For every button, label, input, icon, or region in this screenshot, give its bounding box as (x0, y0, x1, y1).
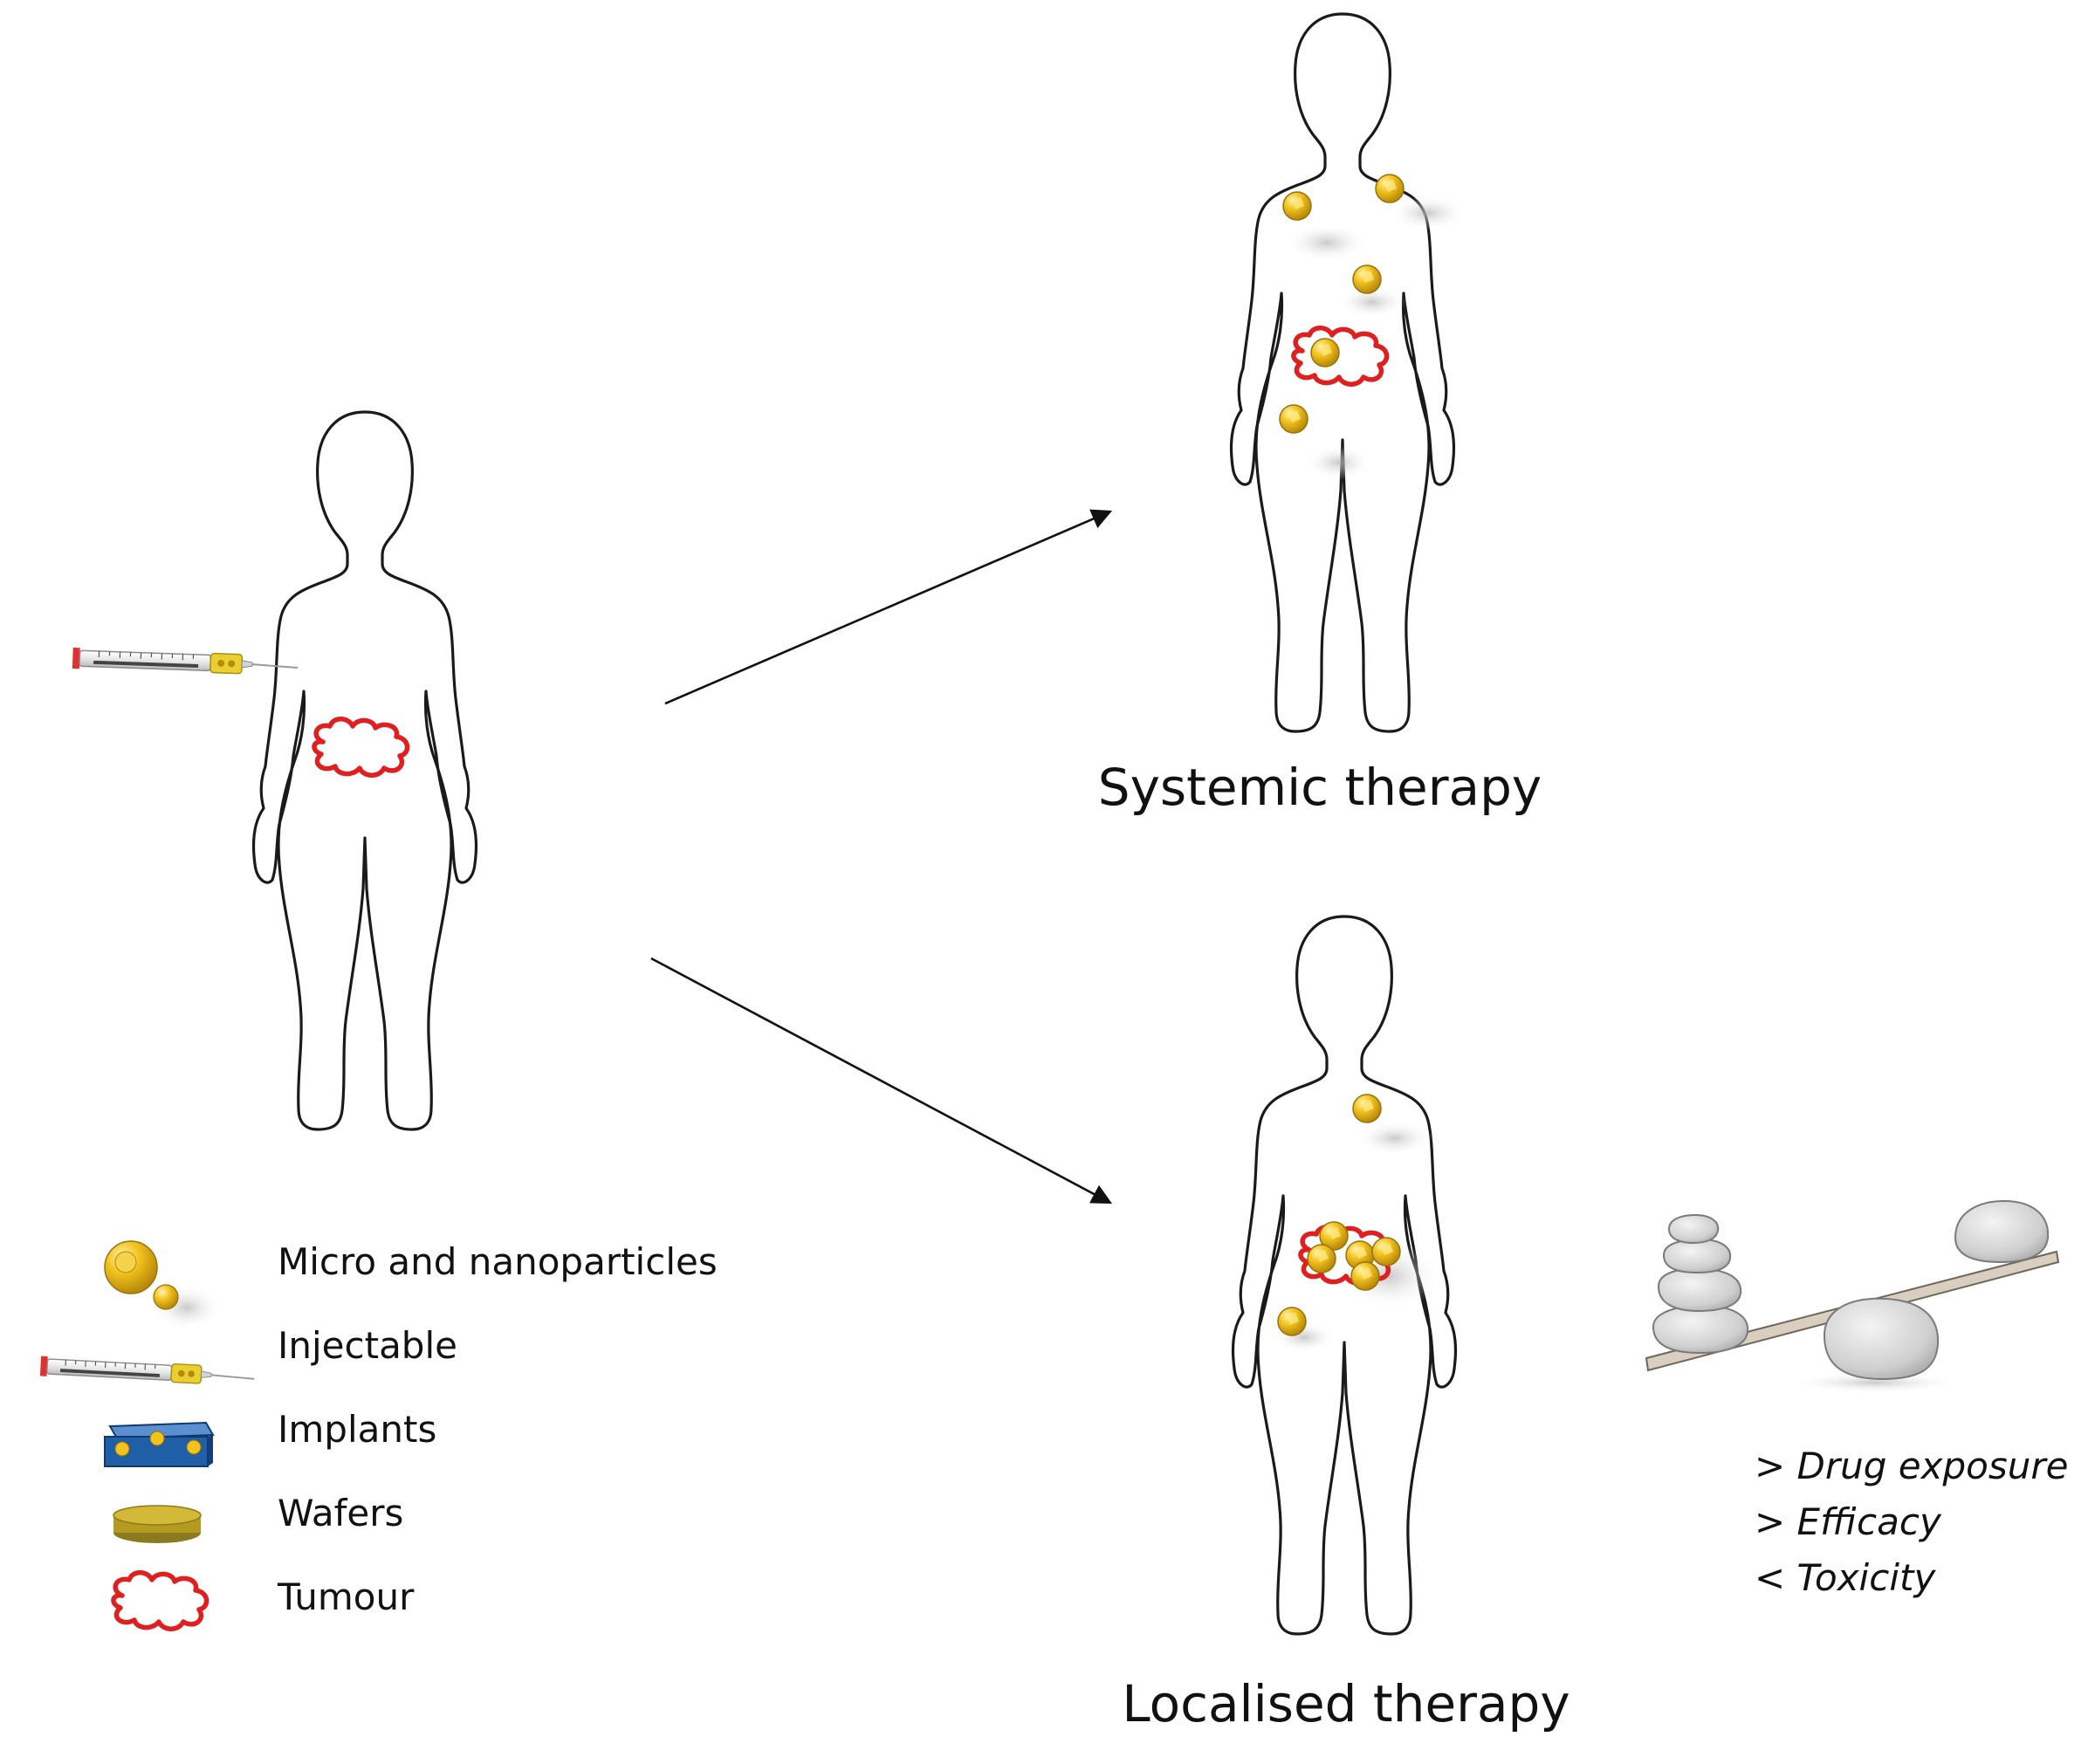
legend-label: Tumour (277, 1575, 415, 1618)
outcome-item: > Efficacy (1755, 1500, 1942, 1543)
arrow-to-systemic (664, 509, 1113, 705)
particle-marker (1371, 1237, 1401, 1266)
tumour-icon (113, 1573, 207, 1630)
outcomes-list: > Drug exposure > Efficacy < Toxicity (1755, 1445, 2068, 1599)
legend-label: Wafers (278, 1492, 403, 1534)
particle-marker (1282, 191, 1312, 221)
legend-label: Micro and nanoparticles (278, 1240, 718, 1283)
implant-icon (104, 1421, 215, 1467)
arrow-to-localised (650, 957, 1113, 1205)
syringe-icon (71, 646, 299, 677)
particles-icon (104, 1240, 222, 1330)
particle-marker (1350, 1261, 1380, 1291)
systemic-figure (1229, 12, 1466, 733)
legend-label: Injectable (278, 1324, 457, 1367)
particle-marker (1279, 404, 1308, 434)
particle-marker (1352, 264, 1382, 294)
particle-marker (1375, 174, 1405, 203)
patient-figure (71, 410, 478, 1131)
wafer-icon (113, 1505, 202, 1543)
particle-marker (1307, 1244, 1336, 1273)
localised-figure (1231, 915, 1458, 1636)
systemic-therapy-label: Systemic therapy (1098, 758, 1542, 817)
balance-illustration (1645, 1199, 2060, 1393)
outcome-item: < Toxicity (1755, 1556, 1936, 1599)
particle-marker (1352, 1094, 1382, 1123)
localised-therapy-label: Localised therapy (1122, 1674, 1569, 1733)
syringe-icon (38, 1355, 256, 1389)
legend: Micro and nanoparticles Injectable Impla… (38, 1240, 718, 1630)
particle-marker (1310, 338, 1340, 367)
legend-label: Implants (278, 1408, 436, 1451)
particle-marker (1277, 1307, 1307, 1336)
outcome-item: > Drug exposure (1755, 1445, 2068, 1487)
